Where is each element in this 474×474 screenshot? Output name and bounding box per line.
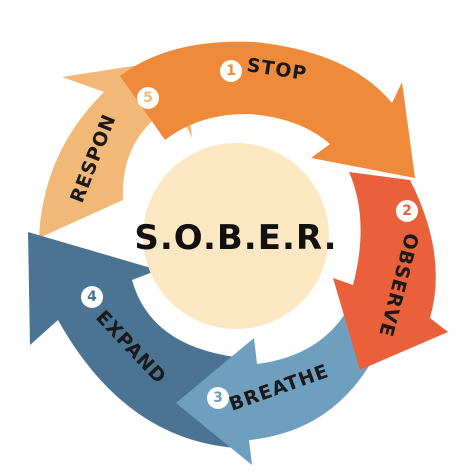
breathe-arrow [176, 309, 390, 465]
step-4-number: 4 [87, 289, 97, 305]
step-2-badge: 2 [396, 200, 418, 222]
stop-arrow [120, 41, 415, 178]
step-2-number: 2 [402, 203, 412, 219]
expand-arrow [28, 232, 237, 448]
step-1-badge: 1 [220, 60, 242, 82]
center-title: S.O.B.E.R. [134, 218, 337, 258]
step-3-badge: 3 [207, 387, 229, 409]
center-circle [143, 143, 329, 329]
step-4-badge: 4 [81, 286, 103, 308]
step-5-number: 5 [143, 90, 153, 106]
step-3-number: 3 [213, 390, 223, 406]
step-5-badge: 5 [137, 87, 159, 109]
step-1-number: 1 [226, 63, 236, 79]
observe-arrow [333, 172, 448, 370]
